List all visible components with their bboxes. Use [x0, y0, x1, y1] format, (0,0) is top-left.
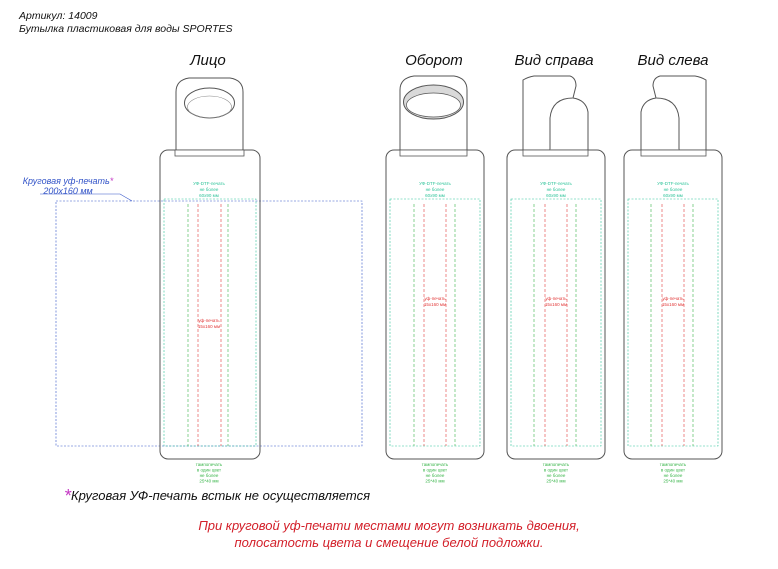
- footnote: *Круговая УФ-печать встык не осуществляе…: [64, 486, 370, 507]
- circular-print-star: *: [109, 176, 114, 186]
- dtf-print-zone-back: [389, 198, 481, 447]
- footnote-star: *: [64, 486, 72, 506]
- circular-print-label-line1: Круговая уф-печать: [22, 176, 110, 186]
- footnote-text: Круговая УФ-печать встык не осуществляет…: [71, 488, 371, 503]
- bottle-left: [623, 75, 723, 460]
- cap-right: [522, 75, 577, 151]
- dtf-print-zone-left: [627, 198, 719, 447]
- circular-print-size: 200x160 мм: [43, 186, 93, 196]
- bottle-front: [159, 77, 261, 460]
- view-title-left: Вид слева: [637, 52, 709, 69]
- circular-print-label: Круговая уф-печать* 200x160 мм: [18, 176, 118, 196]
- view-title-back: Оборот: [405, 52, 463, 69]
- article-number: Артикул: 14009: [19, 10, 98, 22]
- dtf-print-zone-right: [510, 198, 602, 447]
- dtf-print-zone-front: [163, 198, 257, 447]
- cap-front: [175, 77, 244, 151]
- product-name: Бутылка пластиковая для воды SPORTES: [19, 23, 233, 35]
- warning-line-1: При круговой уф-печати местами могут воз…: [198, 518, 580, 533]
- bottle-right: [506, 75, 606, 460]
- view-title-right: Вид справа: [514, 52, 594, 69]
- circular-print-leader: [40, 193, 133, 202]
- bottle-back: [385, 75, 485, 460]
- warning-line-2: полосатость цвета и смещение белой подло…: [234, 535, 544, 550]
- view-title-front: Лицо: [190, 52, 226, 69]
- cap-left: [652, 75, 707, 151]
